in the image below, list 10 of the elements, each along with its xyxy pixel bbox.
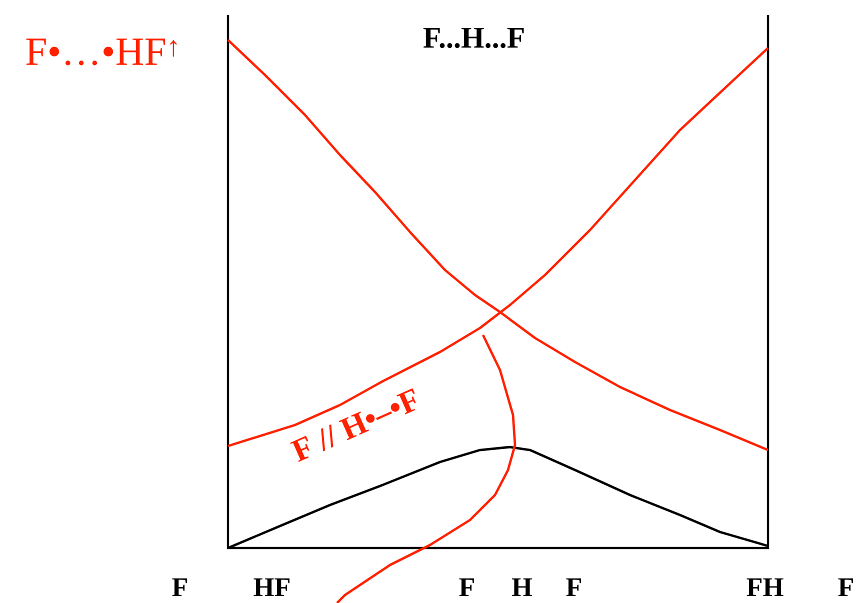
axis-label: H [512, 578, 532, 596]
axis-label: HF [254, 578, 290, 596]
axis-label: F [566, 578, 581, 596]
axis-label: F•…•HF$^{↑}$ [26, 38, 177, 66]
curve-label: F // H•–•F [290, 388, 416, 462]
axis-label: F [459, 578, 474, 596]
axis-label: FH [746, 578, 784, 596]
axis-label: F [838, 578, 853, 596]
axis-label: F [172, 578, 187, 596]
title: F...H...F [423, 28, 524, 48]
